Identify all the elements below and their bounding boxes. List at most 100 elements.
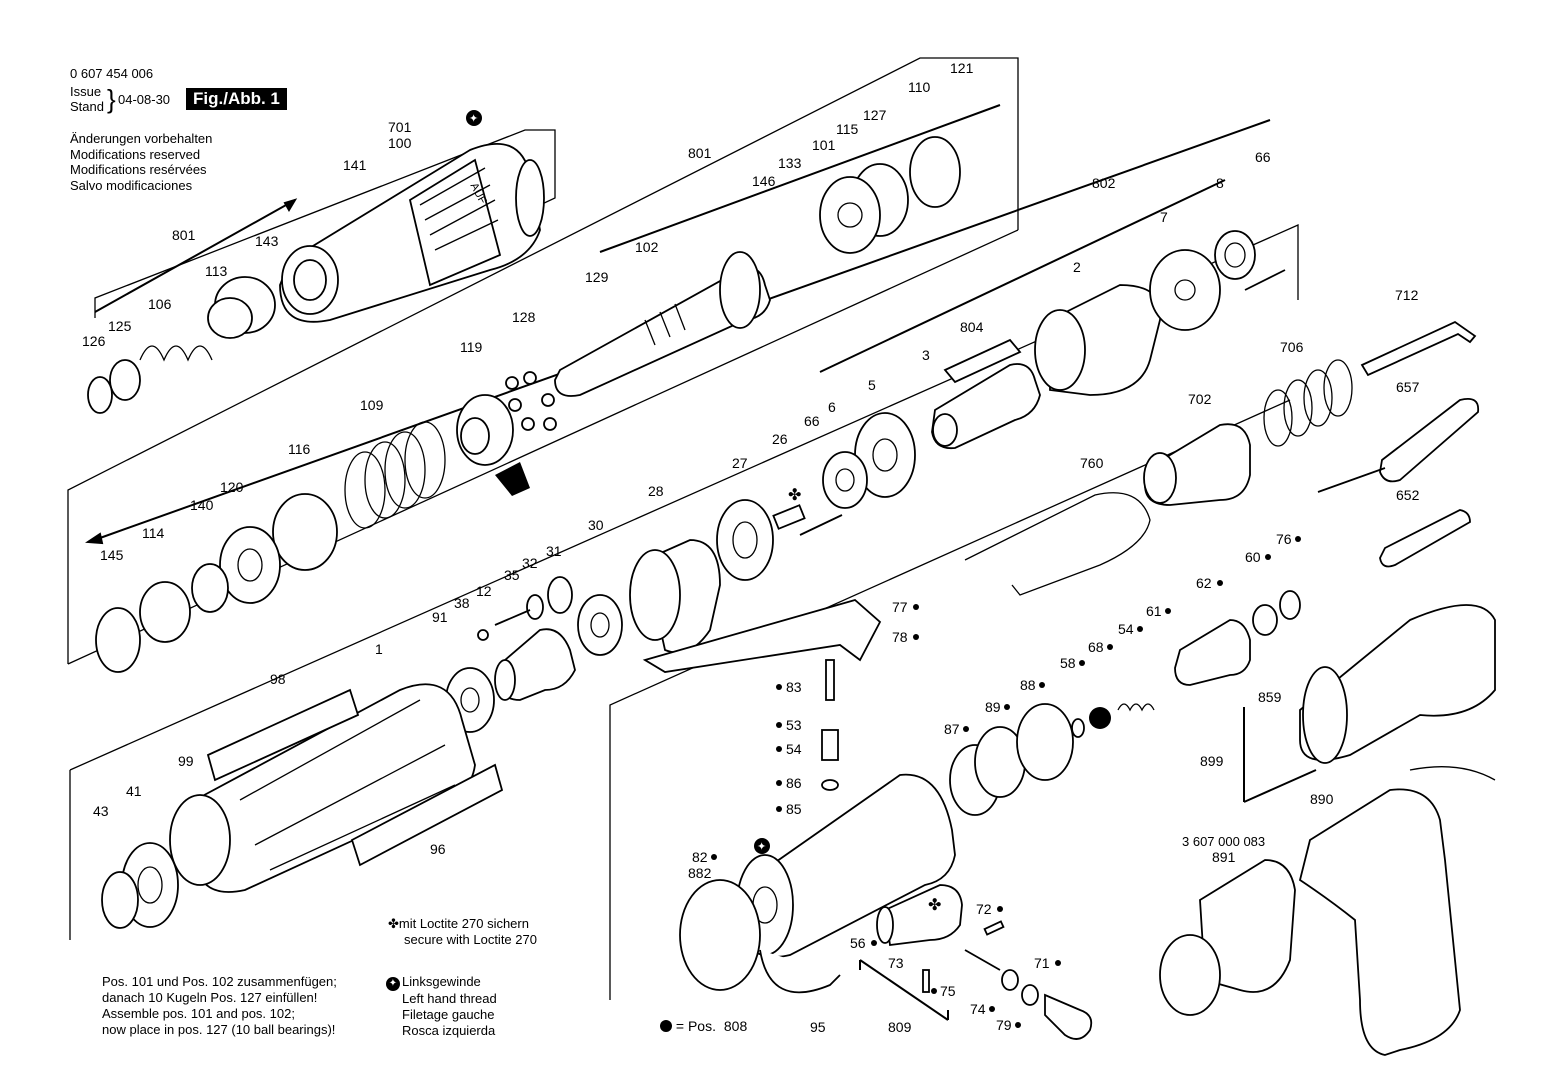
part-label: 126 (82, 333, 106, 349)
part-label: 125 (108, 318, 132, 334)
ring-41-43 (101, 842, 179, 929)
part-label: 30 (588, 517, 604, 533)
part-label: 760 (1080, 455, 1104, 471)
clutch-101 (819, 163, 909, 254)
part-label: 66 (804, 413, 820, 429)
part-label: 133 (778, 155, 802, 171)
part-label: 109 (360, 397, 384, 413)
part-label: 100 (388, 135, 412, 151)
legend-pos: 808 (723, 1018, 748, 1034)
reserved-line: Änderungen vorbehalten (70, 131, 213, 146)
endplate-5-6 (822, 412, 916, 509)
legend-808: = Pos. 808 (660, 1018, 747, 1034)
part-label: 95 (810, 1019, 826, 1035)
left-hand-thread-icon: ✦ ✦ (466, 110, 770, 854)
part-label: 54 (1118, 621, 1134, 637)
part-label: 129 (585, 269, 609, 285)
collar-ring-113 (207, 276, 276, 339)
part-label: 12 (476, 583, 492, 599)
position-808-bullets (711, 536, 1301, 1028)
ring-gear-28 (629, 539, 721, 654)
part-label: 53 (786, 717, 802, 733)
part-label: 2 (1073, 259, 1081, 275)
assembly-note: Pos. 101 und Pos. 102 zusammenfügen; dan… (102, 974, 337, 1038)
part-label: 79 (996, 1017, 1012, 1033)
part-label: 657 (1396, 379, 1420, 395)
balls-127 (505, 371, 557, 431)
part-label: 701 (388, 119, 412, 135)
part-label: 809 (888, 1019, 912, 1035)
vane-804 (943, 338, 1022, 384)
bullet-icon (660, 1020, 672, 1032)
part-label: 140 (190, 497, 214, 513)
brace-glyph: } (107, 84, 116, 114)
left-thread-line: Left hand thread (402, 991, 497, 1006)
part-label: 74 (970, 1001, 986, 1017)
part-label: 88 (1020, 677, 1036, 693)
part-label: 899 (1200, 753, 1224, 769)
part-label: 56 (850, 935, 866, 951)
part-label: 31 (546, 543, 562, 559)
part-label: 26 (772, 431, 788, 447)
reserved-line: Modifications reserved (70, 146, 201, 162)
part-label: 859 (1258, 689, 1282, 705)
ball-68 (1071, 707, 1111, 738)
part-label: 652 (1396, 487, 1420, 503)
part-label: 890 (1310, 791, 1334, 807)
bushing-119 (456, 394, 530, 496)
part-label: 5 (868, 377, 876, 393)
exhaust-hose-859 (1299, 604, 1496, 764)
part-label: 72 (976, 901, 992, 917)
part-label: 110 (908, 79, 931, 95)
part-label: 66 (1255, 149, 1271, 165)
reverse-valve-87-89 (949, 703, 1074, 816)
part-label: 706 (1280, 339, 1304, 355)
label-strip-96 (350, 763, 504, 867)
endplate-7 (1149, 249, 1221, 331)
part-label: 801 (688, 145, 712, 161)
part-label: 60 (1245, 549, 1261, 565)
reserved-line: Salvo modificaciones (70, 177, 193, 193)
part-label: 89 (985, 699, 1001, 715)
part-label: 41 (126, 783, 142, 799)
loctite-note: ✤mit Loctite 270 sichern secure with Loc… (388, 916, 537, 948)
screw-26 (772, 504, 806, 530)
part-label: 77 (892, 599, 908, 615)
part-label: 28 (648, 483, 664, 499)
part-label: 98 (270, 671, 286, 687)
loctite-icon: ✤ (388, 916, 399, 931)
screwdriver-657 (1317, 397, 1480, 493)
oring-882 (679, 879, 761, 991)
part-label: 121 (950, 60, 974, 76)
part-label: 141 (343, 157, 367, 173)
loctite-line: secure with Loctite 270 (404, 932, 537, 947)
wire-760 (964, 492, 1151, 596)
deflector-95 (759, 949, 841, 994)
part-label: 143 (255, 233, 279, 249)
loctite-line: mit Loctite 270 sichern (398, 916, 529, 931)
part-label: 119 (460, 339, 483, 355)
spring-706 (1263, 359, 1353, 447)
rings-125-126 (87, 359, 141, 414)
part-label: 146 (752, 173, 776, 189)
part-label: 891 (1212, 849, 1236, 865)
pin-66 (799, 269, 1286, 536)
part-number: 0 607 454 006 (70, 66, 154, 81)
part-labels: 701 100 141 801 143 113 106 125 126 801 … (82, 60, 1420, 1035)
spindle-102 (554, 251, 771, 397)
part-label: 113 (205, 263, 228, 279)
part-label: 43 (93, 803, 109, 819)
washer-30 (577, 594, 623, 656)
issue-label: Issue (70, 84, 102, 99)
part-label: 68 (1088, 639, 1104, 655)
nipple-652 (1379, 509, 1471, 568)
left-hand-thread-icon: ✦ (386, 977, 400, 991)
part-label: 6 (828, 399, 836, 415)
left-thread-line: Filetage gauche (402, 1007, 495, 1022)
valve-parts-56-79 (876, 884, 1093, 1040)
part-label: 99 (178, 753, 194, 769)
rotor-3 (931, 363, 1041, 450)
part-label: 75 (940, 983, 956, 999)
part-label: 54 (786, 741, 802, 757)
part-label: 35 (504, 567, 520, 583)
